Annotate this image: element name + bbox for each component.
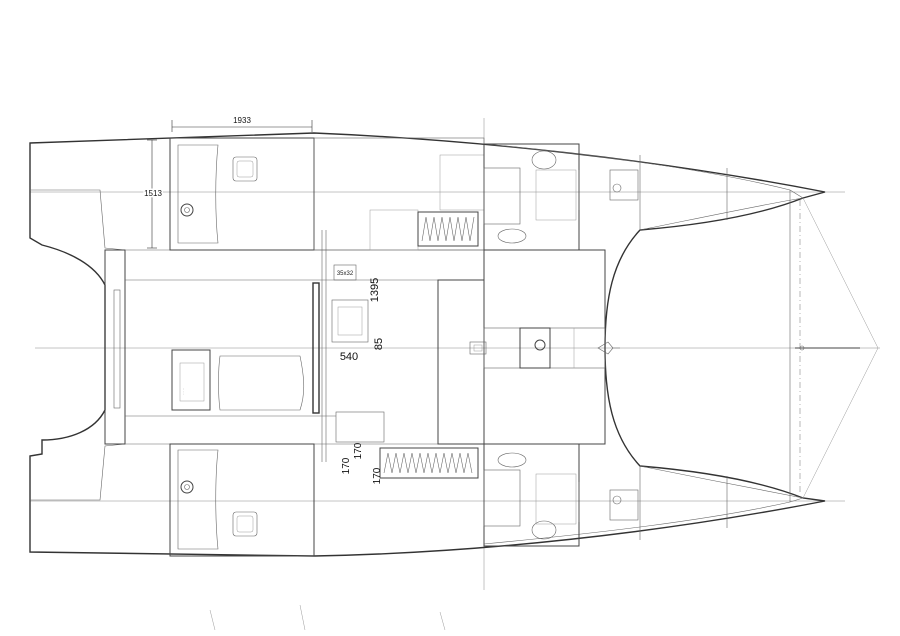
port-aft-cabin [169,137,315,251]
forward-hatch [519,327,551,369]
dinette-block [437,279,485,445]
anchor-icon [597,341,620,355]
cockpit-table [171,349,211,411]
galley-counter-port [417,211,479,247]
starboard-bow-fitting [612,495,622,505]
aft-beam-inner [113,289,121,409]
cockpit-table-placard [179,362,205,402]
port-aft-berth [177,144,219,244]
dimension-height-cabin [147,139,157,249]
port-bow-locker [609,169,639,201]
stair-dimension-a: 170 [341,457,352,474]
stair-dimension-b: 170 [353,442,364,459]
starboard-hull-deck-line [483,497,804,545]
starboard-winch-center [184,484,190,490]
table-width-label: 540 [340,351,358,363]
table-gap-label: 85 [373,338,385,350]
starboard-aft-cabin [169,443,315,557]
sliding-door[interactable] [312,282,320,414]
galley-length-label: 1395 [369,278,381,302]
starboard-aft-hatch-inner [236,515,254,533]
port-sink-icon [497,228,527,244]
port-winch-center [184,207,190,213]
seat-box-label: 35x32 [337,271,354,277]
aft-beam [104,249,126,445]
port-hull-deck-line [483,143,804,199]
forestay-fitting [799,345,805,351]
starboard-shower [483,469,521,527]
starboard-toilet-icon [531,520,557,540]
bottom-sketch-mark [209,604,446,631]
port-toilet-icon [531,150,557,170]
port-bow-fitting [612,183,622,193]
helm-seat [331,299,369,343]
dimension-width-top [171,120,313,132]
dimension-height-cabin-label: 1513 [144,189,162,198]
helm-seat-cushion [337,306,363,336]
helm-console [469,341,487,355]
seat-box [333,264,357,281]
starboard-bow-inner [639,465,804,499]
stair-dimension-c: 170 [372,467,383,484]
trampoline-line-bottom [802,347,879,499]
port-aft-hatch [232,156,258,182]
port-aft-hatch-inner [236,160,254,178]
helm-console-inner [473,344,483,352]
port-bow-inner [639,197,804,231]
galley-zigzag-starboard [383,452,473,474]
galley-zigzag-port [421,216,475,242]
starboard-sink-icon [497,452,527,468]
starboard-hull-inner-edge [30,443,126,501]
starboard-aft-berth [177,449,219,550]
starboard-bow-locker [609,489,639,521]
windlass-icon [534,339,546,351]
saloon-table [335,411,385,443]
starboard-aft-hatch [232,511,258,537]
trampoline-line-top [802,197,879,349]
saloon-settee [218,355,305,411]
dimension-width-top-label: 1933 [233,116,251,125]
starboard-heads-vanity [535,473,577,525]
port-heads-vanity [535,169,577,221]
cockpit-placard-text: · · · · · [182,388,185,395]
starboard-winch-icon [180,480,194,494]
port-winch-icon [180,203,194,217]
saloon-aft-bench [439,154,485,211]
port-hull-inner-edge [30,189,126,251]
galley-counter-starboard [379,447,479,479]
port-shower [483,167,521,225]
saloon-shelf [369,209,419,251]
